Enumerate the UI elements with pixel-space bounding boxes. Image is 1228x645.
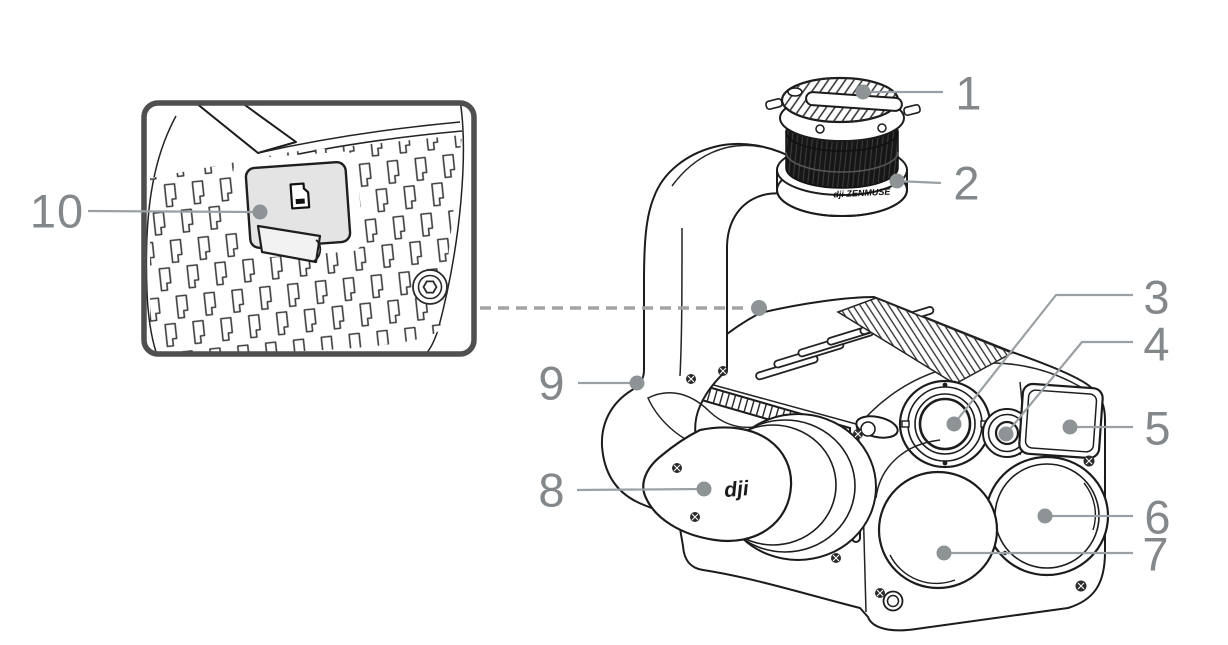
sensor-window: [1018, 382, 1104, 460]
gimbal-connector-assembly: dji ZENMUSE: [765, 76, 921, 217]
callout-leader-3: [953, 293, 1133, 425]
callout-number-4: 4: [1143, 317, 1171, 371]
inset-body-right-contour: [419, 103, 465, 354]
inset-body-crease-1: [257, 121, 461, 154]
callout-number-6: 6: [1144, 490, 1172, 544]
body-left-ridge: [687, 377, 857, 425]
callout-leader-4: [1005, 340, 1133, 435]
screws: [672, 366, 1095, 612]
lens-boss-arc: [875, 439, 941, 499]
arm-rim-line: [671, 144, 763, 187]
callout-dot-1: [855, 84, 871, 100]
motor-dji-logo: dji: [723, 477, 751, 502]
motor-cap: [642, 426, 793, 543]
callout-number-2: 2: [953, 156, 981, 210]
inset-detail-view: [141, 100, 477, 357]
callout-overlay: [87, 84, 1133, 561]
callout-dot-4: [998, 426, 1014, 442]
large-lens-left: [875, 439, 999, 590]
arm-front-chamfer: [679, 227, 683, 377]
inset-screw: [412, 269, 448, 305]
callout-dot-10: [252, 204, 268, 220]
strap-eyelet: [855, 415, 899, 439]
microsd-card-icon: [289, 182, 311, 210]
zoom-camera-lens: [898, 379, 992, 469]
callout-number-8: 8: [538, 463, 566, 517]
quick-release-plate: [780, 76, 903, 124]
ring-brand-text: dji ZENMUSE: [833, 186, 891, 199]
inset-connector-dot: [751, 300, 767, 316]
callout-dot-6: [1037, 508, 1053, 524]
callout-number-5: 5: [1144, 401, 1172, 455]
tilt-motor: dji: [642, 413, 877, 561]
callout-dot-2: [889, 173, 905, 189]
microsd-cover-tab: [256, 224, 322, 264]
callout-leader-8: [576, 487, 705, 492]
callout-dot-8: [696, 481, 712, 497]
callout-number-9: 9: [538, 356, 566, 410]
callout-dot-3: [946, 416, 962, 432]
callout-dot-9: [629, 375, 645, 391]
callout-dot-5: [1062, 419, 1078, 435]
callout-number-3: 3: [1143, 270, 1171, 324]
callout-number-7: 7: [1142, 527, 1170, 581]
body-heatsink: [836, 297, 1014, 385]
callout-number-10: 10: [29, 184, 85, 238]
callout-leader-10: [87, 209, 261, 214]
cap-screw: [882, 590, 904, 612]
inset-body-tab: [195, 103, 297, 154]
callout-dot-7: [936, 545, 952, 561]
inset-border: [141, 100, 477, 357]
callout-number-1: 1: [955, 66, 983, 120]
